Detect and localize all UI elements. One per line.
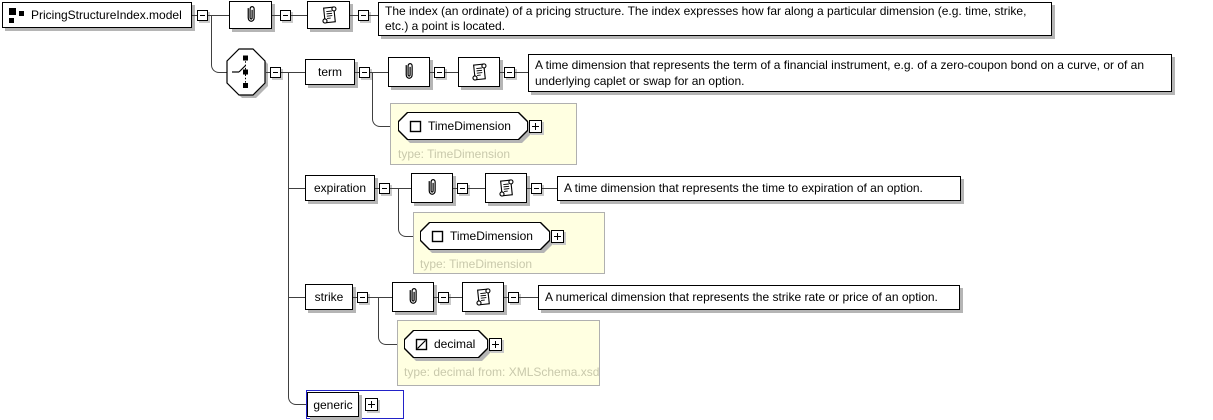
selection-rectangle: [306, 390, 404, 419]
connector-line: [370, 72, 388, 73]
connector-line: [289, 297, 305, 298]
connector-line: [272, 15, 280, 16]
root-element-label: PricingStructureIndex.model: [31, 8, 182, 22]
collapse-toggle[interactable]: [379, 183, 390, 194]
documentation-text-box[interactable]: The index (an ordinate) of a pricing str…: [378, 2, 1052, 36]
type-note: type: TimeDimension: [420, 257, 533, 271]
collapse-toggle[interactable]: [438, 292, 449, 303]
paperclip-icon: [405, 63, 413, 79]
documentation-text: A numerical dimension that represents th…: [545, 290, 938, 304]
expand-toggle[interactable]: [551, 230, 564, 243]
connector-line: [434, 297, 438, 298]
type-badge-label: TimeDimension: [428, 119, 511, 133]
type-badge-label: TimeDimension: [450, 229, 533, 243]
connector-line: [208, 15, 229, 16]
element-generic[interactable]: generic: [307, 392, 359, 417]
annotation-indicator[interactable]: [411, 173, 453, 203]
documentation-indicator[interactable]: [485, 173, 527, 203]
connector-line: [378, 298, 404, 345]
connector-line: [375, 188, 379, 189]
connector-line: [515, 72, 528, 73]
collapse-toggle[interactable]: [434, 67, 445, 78]
annotation-indicator[interactable]: [392, 282, 434, 312]
connector-line: [445, 72, 458, 73]
collapse-toggle[interactable]: [508, 292, 519, 303]
connector-line: [211, 16, 228, 73]
connector-line: [430, 72, 434, 73]
connector-line: [288, 73, 306, 405]
collapse-toggle[interactable]: [531, 183, 542, 194]
documentation-text: The index (an ordinate) of a pricing str…: [385, 4, 1027, 33]
connector-line: [519, 297, 538, 298]
paperclip-icon: [247, 6, 255, 22]
complex-type-icon: [431, 230, 444, 242]
collapse-toggle[interactable]: [280, 10, 291, 21]
documentation-indicator[interactable]: [458, 57, 500, 87]
annotation-indicator[interactable]: [388, 57, 430, 87]
connector-line: [390, 188, 411, 189]
connector-line: [527, 188, 531, 189]
type-note: type: TimeDimension: [398, 147, 511, 161]
expiration-type-badge[interactable]: TimeDimension: [420, 222, 550, 250]
element-term-label: term: [318, 65, 342, 79]
collapse-toggle[interactable]: [197, 10, 208, 21]
documentation-text-box[interactable]: A numerical dimension that represents th…: [538, 285, 960, 310]
connector-line: [453, 188, 457, 189]
connector-line: [372, 73, 398, 127]
connector-line: [398, 189, 420, 237]
complex-type-icon: [409, 120, 422, 132]
paperclip-icon: [428, 179, 436, 195]
term-type-badge[interactable]: TimeDimension: [398, 112, 528, 140]
connector-line: [266, 72, 270, 73]
expand-toggle[interactable]: [365, 398, 378, 411]
expand-toggle[interactable]: [489, 338, 502, 351]
simple-type-icon: [415, 338, 428, 350]
collapse-toggle[interactable]: [359, 67, 370, 78]
element-term[interactable]: term: [305, 59, 355, 85]
element-expiration-label: expiration: [313, 181, 367, 195]
element-expiration[interactable]: expiration: [305, 175, 375, 201]
schema-component-icon: [9, 7, 24, 23]
connector-line: [350, 15, 358, 16]
scroll-icon: [476, 288, 491, 306]
collapse-toggle[interactable]: [457, 183, 468, 194]
documentation-text: A time dimension that represents the ter…: [535, 58, 1145, 88]
root-element-box[interactable]: PricingStructureIndex.model: [2, 2, 192, 28]
sequence-compositor-icon[interactable]: [226, 48, 270, 100]
connector-line: [192, 15, 197, 16]
documentation-text-box[interactable]: A time dimension that represents the ter…: [528, 54, 1172, 92]
collapse-toggle[interactable]: [504, 67, 515, 78]
documentation-indicator[interactable]: [462, 282, 504, 312]
connector-line: [542, 188, 557, 189]
documentation-indicator[interactable]: [307, 1, 350, 29]
connector-line: [468, 188, 485, 189]
paperclip-icon: [409, 288, 417, 304]
connector-line: [289, 188, 305, 189]
scroll-icon: [472, 63, 487, 81]
scroll-icon: [321, 6, 337, 24]
strike-type-badge[interactable]: decimal: [404, 330, 488, 358]
element-strike[interactable]: strike: [305, 284, 353, 310]
connector-line: [355, 72, 359, 73]
connector-line: [504, 297, 508, 298]
element-strike-label: strike: [314, 290, 344, 304]
connector-line: [369, 15, 378, 16]
element-generic-label: generic: [313, 397, 353, 412]
connector-line: [368, 297, 392, 298]
type-note: type: decimal from: XMLSchema.xsd: [404, 365, 600, 379]
documentation-text-box[interactable]: A time dimension that represents the tim…: [557, 176, 961, 201]
collapse-toggle[interactable]: [270, 67, 281, 78]
connector-line: [291, 15, 307, 16]
type-badge-label: decimal: [434, 337, 476, 351]
scroll-icon: [499, 179, 514, 197]
annotation-indicator[interactable]: [229, 1, 272, 29]
expand-toggle[interactable]: [529, 120, 542, 133]
collapse-toggle[interactable]: [358, 10, 369, 21]
connector-line: [500, 72, 504, 73]
documentation-text: A time dimension that represents the tim…: [564, 181, 923, 195]
connector-line: [353, 297, 357, 298]
connector-line: [449, 297, 462, 298]
collapse-toggle[interactable]: [357, 292, 368, 303]
connector-line: [281, 72, 305, 73]
